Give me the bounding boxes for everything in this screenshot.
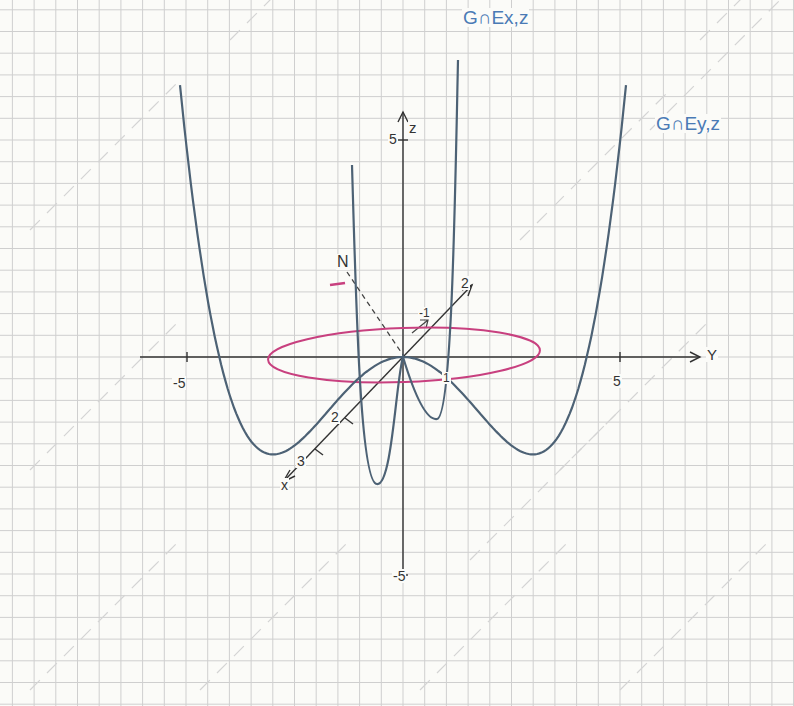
tick-number: -5 bbox=[172, 376, 186, 390]
tick-number: 3 bbox=[296, 454, 306, 468]
axis-name: Y bbox=[706, 347, 718, 362]
pink-ellipse bbox=[267, 323, 541, 386]
point-name: N bbox=[336, 254, 350, 270]
curve-y-z bbox=[180, 85, 626, 454]
curve-x-z bbox=[352, 60, 458, 484]
tick-number: 5 bbox=[388, 132, 398, 146]
normal-mark bbox=[330, 283, 345, 285]
small-arrow bbox=[412, 320, 428, 333]
show-through-marks bbox=[30, 0, 794, 690]
tick-number: 2 bbox=[460, 276, 470, 290]
tick-number: 1 bbox=[442, 372, 451, 384]
tick-number: 5 bbox=[612, 374, 622, 388]
tick-number: -1 bbox=[418, 307, 431, 319]
curve-label: G∩Ex,z bbox=[462, 8, 529, 27]
axis-name: x bbox=[280, 478, 289, 492]
curve-label: G∩Ey,z bbox=[655, 114, 721, 133]
tick-number: 2 bbox=[330, 410, 340, 424]
axis-name: z bbox=[408, 120, 418, 135]
tick-number: -5 bbox=[392, 569, 406, 583]
